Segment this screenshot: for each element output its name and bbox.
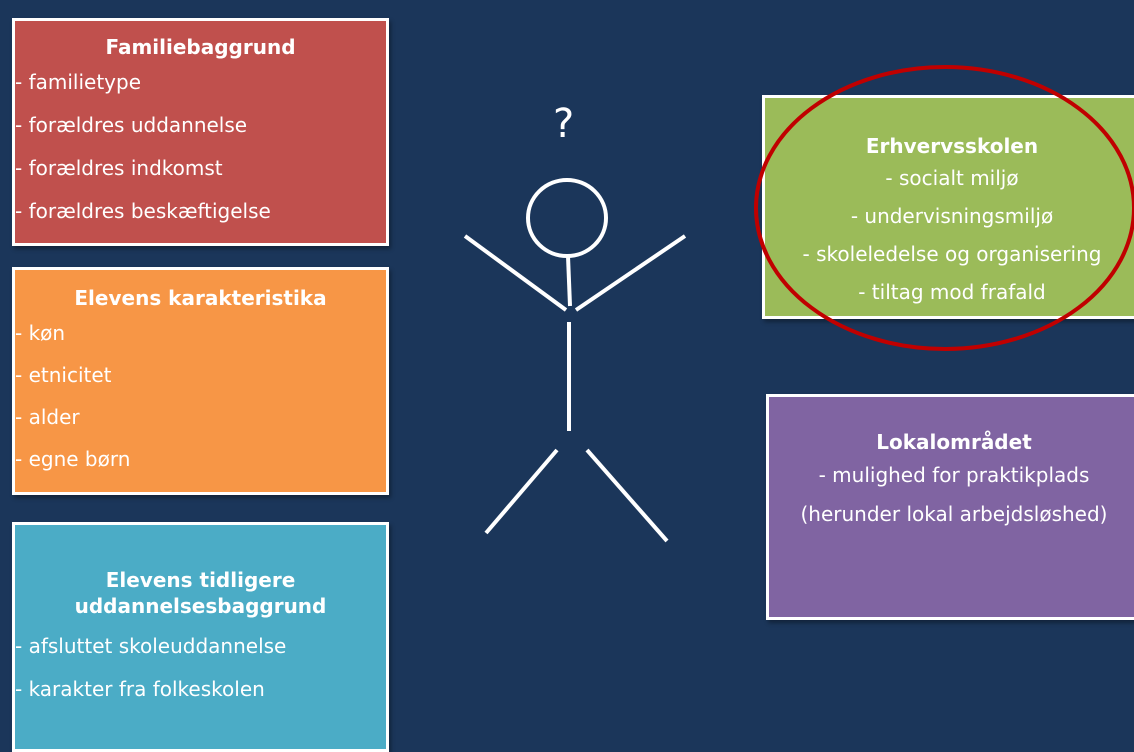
stick-figure-neck	[566, 255, 572, 307]
stick-figure-right-leg	[585, 448, 669, 543]
elevens-karakteristika-list: - køn - etnicitet - alder - egne børn	[15, 312, 386, 480]
stick-figure-right-arm	[574, 234, 687, 312]
list-item: - etnicitet	[15, 363, 112, 387]
list-item: - mulighed for praktikplads	[818, 463, 1090, 487]
title-line: Elevens tidligere	[105, 568, 296, 592]
familiebaggrund-list: - familietype - forældres uddannelse - f…	[15, 61, 386, 233]
erhvervsskolen-title: Erhvervsskolen	[865, 134, 1039, 158]
lokalomraadet-list: - mulighed for praktikplads (herunder lo…	[769, 456, 1134, 534]
tidligere-uddannelsesbaggrund-title: Elevens tidligere uddannelsesbaggrund	[15, 567, 386, 619]
erhvervsskolen-list: - socialt miljø - undervisningsmiljø - s…	[765, 159, 1134, 311]
question-mark: ?	[553, 101, 575, 147]
familiebaggrund-title: Familiebaggrund	[105, 35, 296, 59]
list-item: - familietype	[15, 70, 142, 94]
list-item: - afsluttet skoleuddannelse	[15, 634, 287, 658]
list-item: - tiltag mod frafald	[858, 280, 1046, 304]
list-item: - forældres beskæftigelse	[15, 199, 271, 223]
familiebaggrund-box: Familiebaggrund - familietype - forældre…	[12, 18, 389, 246]
elevens-karakteristika-title: Elevens karakteristika	[74, 286, 327, 310]
list-item: - socialt miljø	[885, 166, 1019, 190]
list-item: - forældres indkomst	[15, 156, 223, 180]
lokalomraadet-box: Lokalområdet - mulighed for praktikplads…	[766, 394, 1134, 620]
stick-figure-head	[526, 178, 608, 258]
list-item: - alder	[15, 405, 80, 429]
list-item: - egne børn	[15, 447, 131, 471]
list-item: - karakter fra folkeskolen	[15, 677, 265, 701]
tidligere-uddannelsesbaggrund-list: - afsluttet skoleuddannelse - karakter f…	[15, 625, 386, 711]
list-item: - undervisningsmiljø	[850, 204, 1054, 228]
lokalomraadet-title: Lokalområdet	[876, 430, 1032, 454]
list-item: - skoleledelse og organisering	[802, 242, 1102, 266]
stick-figure-left-leg	[484, 448, 559, 535]
list-item: (herunder lokal arbejdsløshed)	[800, 502, 1108, 526]
erhvervsskolen-box: Erhvervsskolen - socialt miljø - undervi…	[762, 95, 1134, 319]
title-line: uddannelsesbaggrund	[74, 594, 327, 618]
tidligere-uddannelsesbaggrund-box: Elevens tidligere uddannelsesbaggrund - …	[12, 522, 389, 752]
elevens-karakteristika-box: Elevens karakteristika - køn - etnicitet…	[12, 267, 389, 495]
list-item: - forældres uddannelse	[15, 113, 248, 137]
stick-figure-left-arm	[463, 234, 568, 312]
list-item: - køn	[15, 321, 66, 345]
